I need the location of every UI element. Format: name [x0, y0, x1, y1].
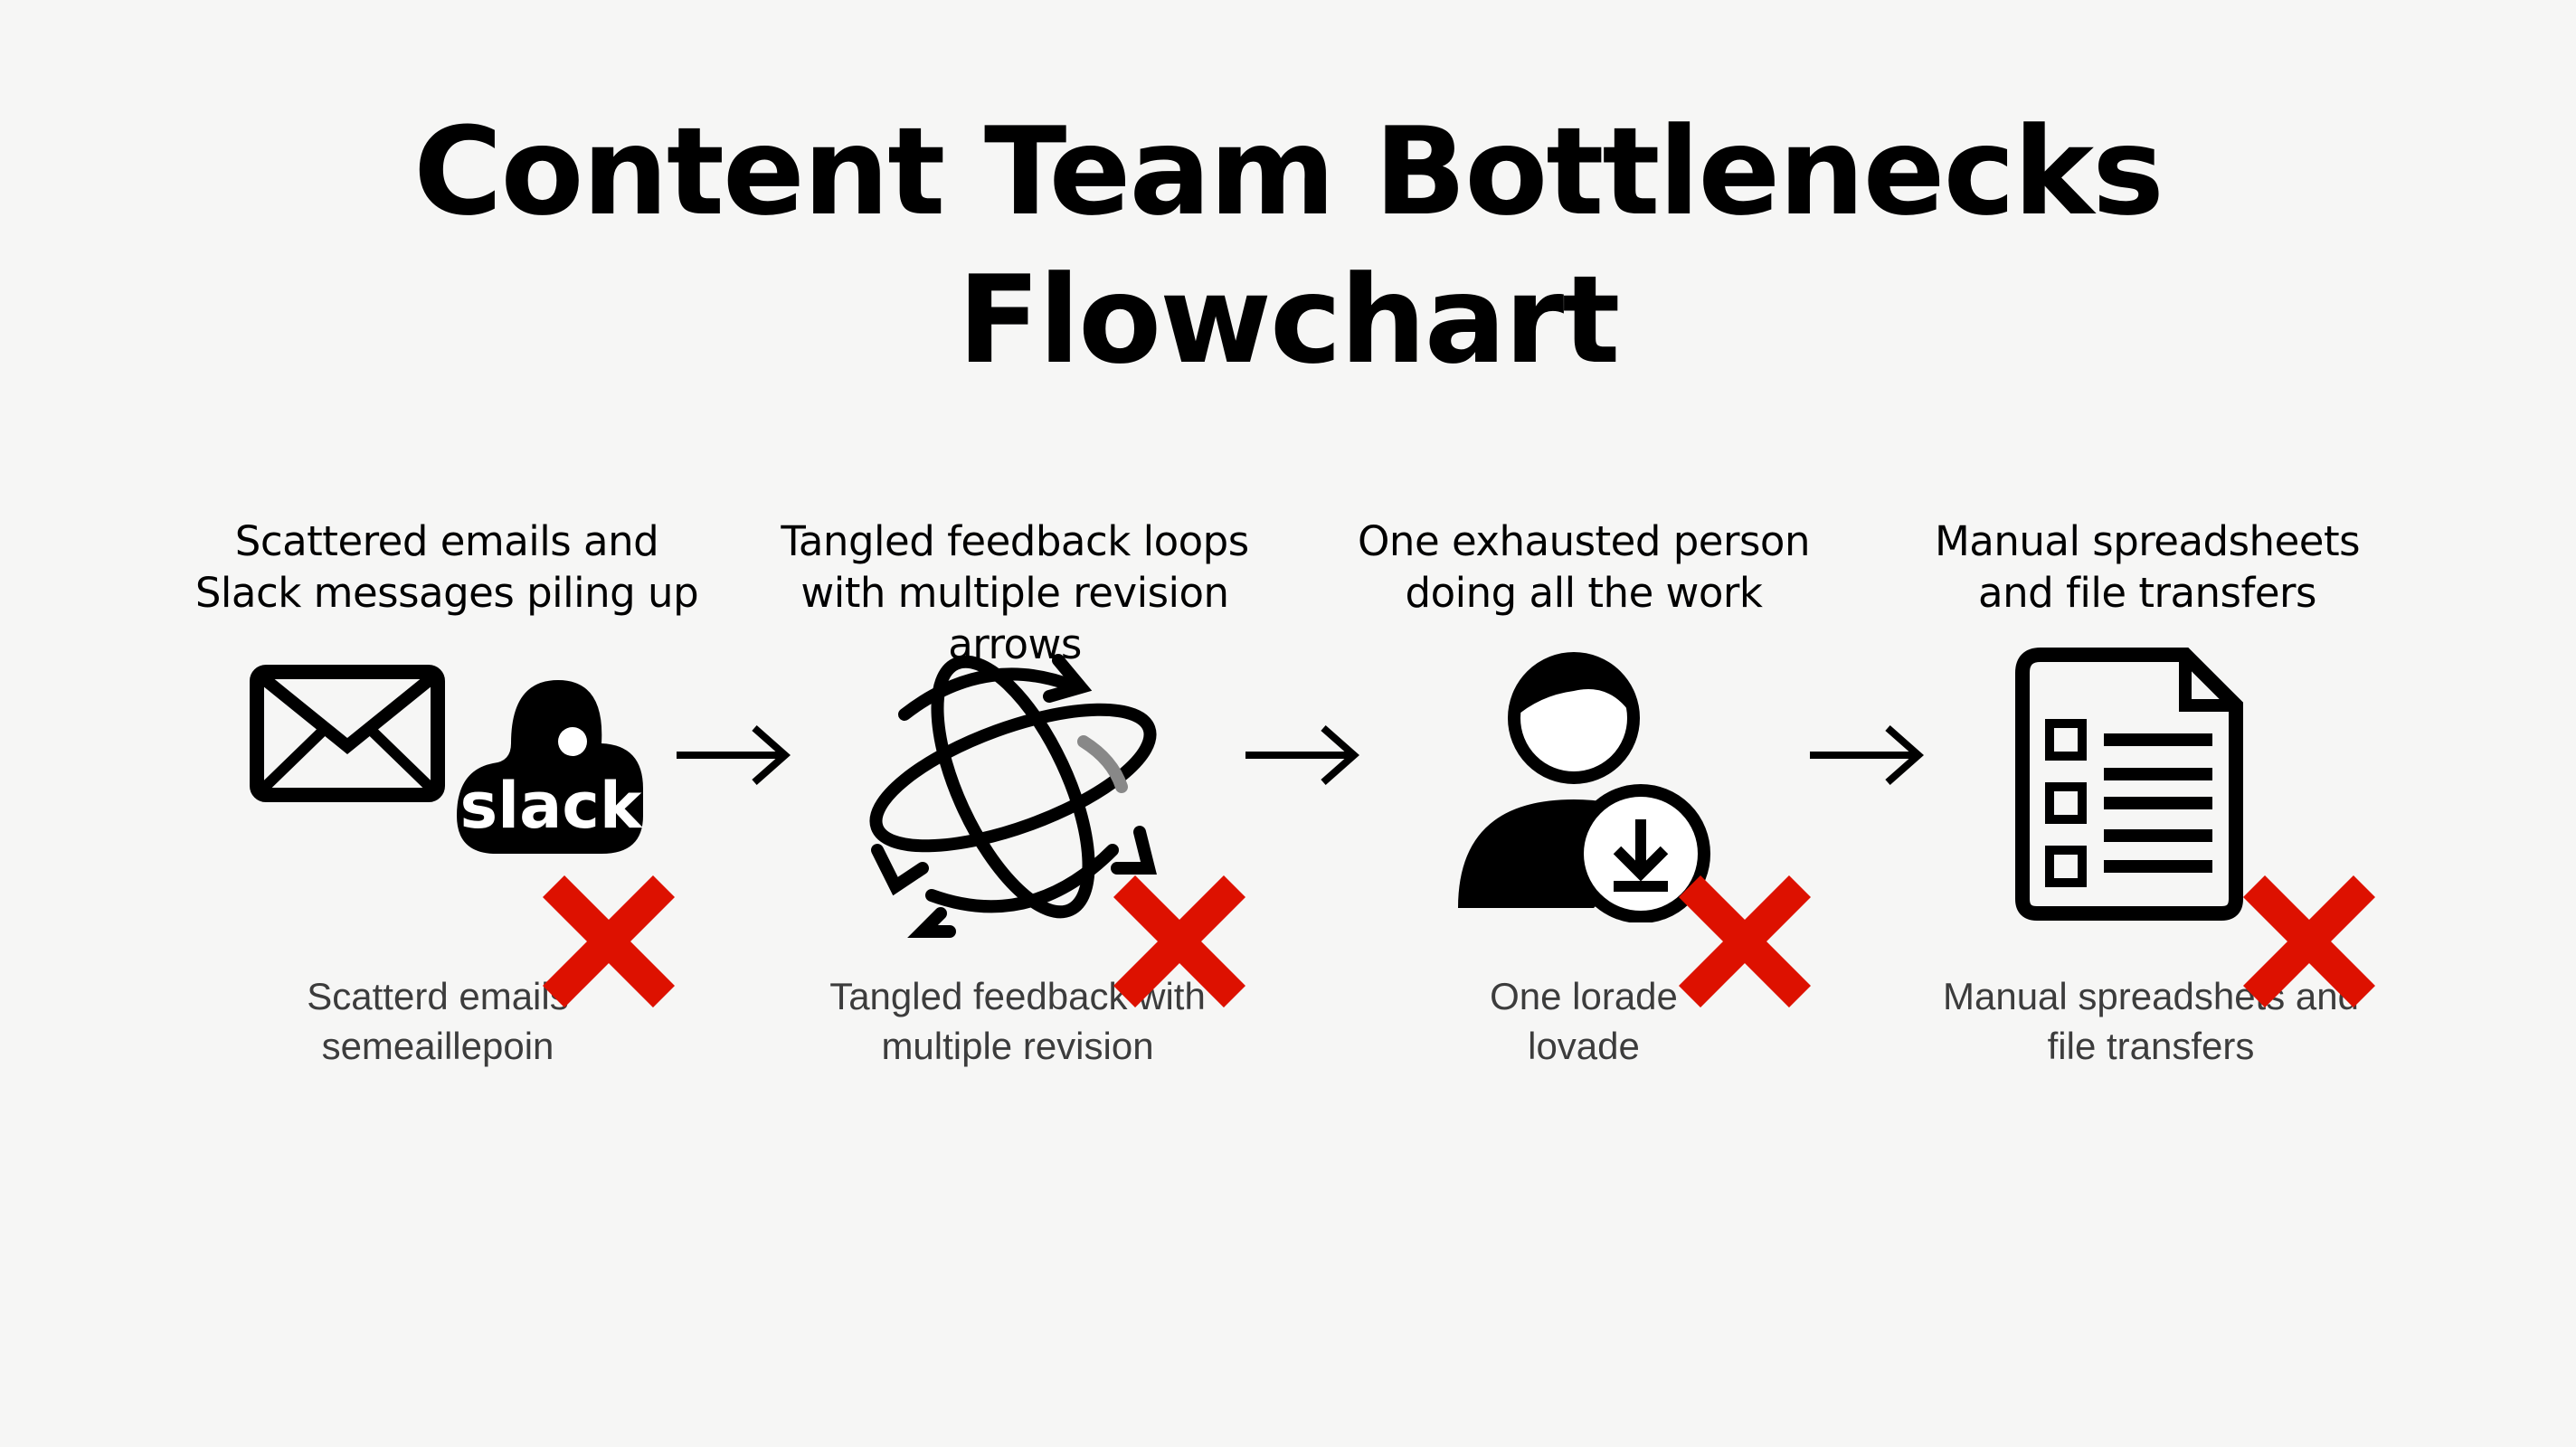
caption-line: Slack messages piling up	[194, 569, 699, 617]
envelope-icon	[250, 665, 445, 802]
slack-logo-text: slack	[460, 769, 643, 843]
subcaption-line: file transfers	[2047, 1025, 2255, 1067]
caption-line: One exhausted person	[1358, 517, 1810, 565]
caption-line: doing all the work	[1405, 569, 1763, 617]
tangled-arrows-icon	[869, 654, 1157, 938]
subcaption-line: semeaillepoin	[321, 1025, 554, 1067]
step-3-subcaption: One lorade lovade	[1303, 971, 1864, 1071]
red-cross-icon	[1113, 875, 1245, 1007]
arrow-right-icon	[1810, 725, 1924, 785]
subcaption-line: Scatterd emails	[307, 975, 569, 1017]
subcaption-line: lovade	[1528, 1025, 1640, 1067]
page-title-line1: Content Team Bottlenecks	[413, 101, 2164, 242]
arrow-right-icon	[677, 725, 791, 785]
person-download-icon	[1458, 652, 1710, 922]
red-cross-icon	[2243, 875, 2375, 1007]
caption-line: with multiple revision arrows	[800, 569, 1229, 668]
red-cross-icon	[543, 875, 675, 1007]
subcaption-line: multiple revision	[881, 1025, 1154, 1067]
page-title-line2: Flowchart	[957, 250, 1621, 391]
subcaption-line: One lorade	[1490, 975, 1678, 1017]
slack-icon: slack	[457, 680, 643, 854]
caption-line: and file transfers	[1978, 569, 2316, 617]
caption-line: Scattered emails and	[234, 517, 659, 565]
caption-line: Manual spreadsheets	[1934, 517, 2361, 565]
document-checklist-icon	[2015, 648, 2243, 921]
step-1-subcaption: Scatterd emails semeaillepoin	[157, 971, 718, 1071]
caption-line: Tangled feedback loops	[781, 517, 1249, 565]
red-cross-icon	[1679, 875, 1811, 1007]
arrow-right-icon	[1245, 725, 1359, 785]
